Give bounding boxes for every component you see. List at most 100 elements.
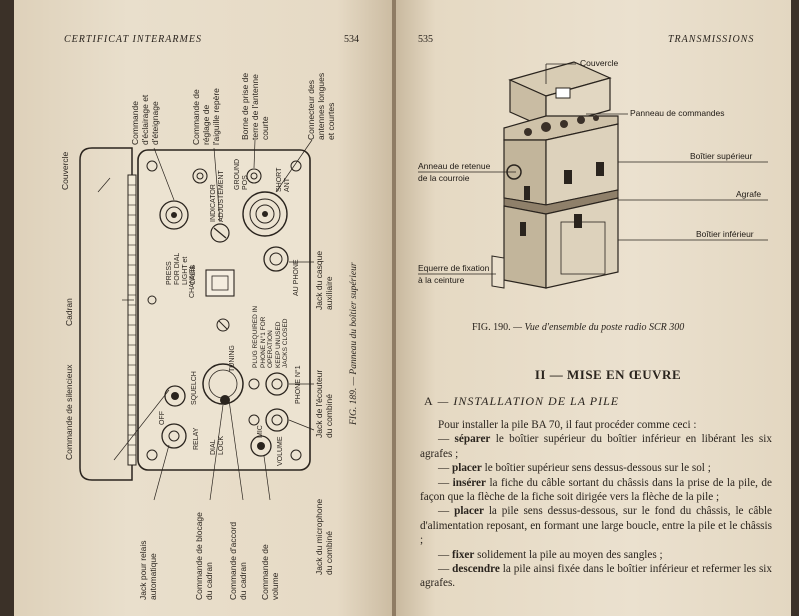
mid-screw — [216, 318, 230, 332]
label-casque-auxiliaire: Jack du casque auxiliaire — [314, 250, 334, 310]
label-borne-terre: Borne de prise de terre de l'antenne cou… — [240, 72, 270, 140]
right-page: 535 TRANSMISSIONS — [396, 0, 791, 616]
figure-190-text: — Vue d'ensemble du poste radio SCR 300 — [513, 322, 685, 333]
dial-strip — [127, 174, 137, 466]
label-couvercle: Couvercle — [60, 151, 70, 190]
figure-190-num: FIG. 190. — [472, 322, 511, 333]
label-silencieux: Commande de silencieux — [64, 364, 74, 460]
cover-outline — [79, 147, 133, 481]
short-ant-post — [246, 168, 262, 184]
panel-text-dial-lock: DIAL LOCK — [210, 435, 225, 455]
step-paragraph: — placer la pile sens dessus-dessous, su… — [420, 505, 773, 547]
callout-boitier-superieur: Boîtier supérieur — [690, 151, 753, 161]
step-verb: descendre — [452, 563, 500, 576]
step-text: la pile sens dessus-dessous, sur le fond… — [420, 505, 773, 547]
panel-text-off: OFF — [159, 411, 166, 425]
panel-text-volume: VOLUME — [277, 436, 284, 466]
step-paragraph: — insérer la fiche du câble sortant du c… — [420, 476, 772, 504]
step-verb: placer — [454, 505, 484, 518]
relay-switch — [161, 423, 187, 449]
volume-knob — [250, 435, 272, 457]
intro-paragraph: Pour installer la pile BA 70, il faut pr… — [438, 419, 697, 431]
step-verb: fixer — [451, 548, 475, 561]
step-paragraph: — placer le boîtier supérieur sens dessu… — [438, 462, 711, 475]
panel-text-channel: CHANNEL — [189, 264, 196, 298]
step-verb: séparer — [454, 433, 491, 446]
label-ecouteur-combine: Jack de l'écouteur du combiné — [314, 369, 334, 438]
callout-couvercle: Couvercle — [580, 58, 619, 68]
step-verb: placer — [451, 462, 482, 475]
panel-text-tuning: TUNING — [229, 345, 236, 372]
step-paragraph: — fixer solidement la pile au moyen des … — [438, 548, 663, 561]
callout-panneau-commandes: Panneau de commandes — [630, 108, 725, 118]
panel-text-relay: RELAY — [193, 427, 200, 450]
panel-outline — [137, 149, 311, 471]
panel-text-phone1: PHONE N°1 — [295, 365, 302, 404]
radio-illustration — [418, 61, 768, 289]
lower-box-side — [503, 205, 547, 289]
step-verb: insérer — [452, 476, 486, 489]
label-relais-automatique: Jack pour relais automatique — [138, 540, 158, 600]
panel-diagram — [79, 139, 315, 501]
panel-text-squelch: SQUELCH — [191, 371, 198, 405]
book-gutter — [392, 0, 398, 616]
label-volume: Commande de volume — [260, 544, 280, 600]
label-blocage-cadran: Commande de blocage du cadran — [194, 512, 214, 600]
subsection-text: — INSTALLATION DE LA PILE — [437, 394, 620, 408]
figure-190-caption: FIG. 190. — Vue d'ensemble du poste radi… — [472, 322, 684, 333]
panel-screws — [146, 160, 302, 461]
step-paragraph: — séparer le boîtier supérieur du boîtie… — [420, 433, 772, 460]
right-page-number: 535 — [418, 34, 433, 45]
subsection-letter: A — [424, 394, 434, 408]
left-running-head: CERTIFICAT INTERARMES — [64, 34, 202, 45]
panel-text-mic: MIC — [257, 425, 264, 438]
panel-text-short-ant: SHORT ANT — [276, 167, 291, 192]
channel-window — [205, 269, 235, 297]
step-text: le boîtier supérieur du boîtier inférieu… — [420, 433, 772, 460]
lower-box-front — [545, 197, 619, 289]
indicator-adjust-knob — [210, 223, 230, 243]
step-text: le boîtier supérieur sens dessus-dessous… — [481, 462, 711, 475]
label-cadran: Cadran — [64, 298, 74, 326]
antenna-connector — [242, 191, 288, 237]
figure-189-num: FIG. 189. — [349, 387, 359, 425]
panel-text-au-phone: AU PHONE — [293, 259, 300, 296]
mic-jack — [265, 408, 289, 432]
figure-189-caption: FIG. 189. — Panneau du boîtier supérieur — [349, 262, 359, 425]
subsection-title: A — INSTALLATION DE LA PILE — [424, 394, 619, 409]
squelch-knob — [164, 385, 186, 407]
section-title: II — MISE EN ŒUVRE — [534, 367, 682, 382]
dial-lock-knob — [220, 395, 230, 405]
phone1-jack — [265, 372, 289, 396]
panel-text-plug: PLUG REQUIRED IN PHONE N°1 FOR OPERATION… — [252, 305, 289, 368]
dial-light-knob — [159, 200, 189, 230]
label-accord-cadran: Commande d'accord du cadran — [228, 521, 248, 600]
step-text: la fiche du câble sortant du châssis dan… — [420, 476, 772, 504]
figure-189-text: — Panneau du boîtier supérieur — [349, 262, 359, 386]
callout-leaders — [418, 63, 768, 275]
ground-post — [192, 168, 208, 184]
clamp — [564, 170, 572, 184]
label-eclairage: Commande d'éclairage et d'éteignage — [130, 94, 160, 145]
body-text: Pour installer la pile BA 70, il faut pr… — [420, 418, 772, 591]
step-text: solidement la pile au moyen des sangles … — [474, 548, 663, 561]
panel-text-ground: GROUND POS — [234, 158, 249, 190]
panel-knobs — [524, 115, 599, 136]
callout-anneau-retenue: Anneau de retenue de la courroie — [418, 161, 491, 183]
left-page: CERTIFICAT INTERARMES 534 — [14, 0, 394, 616]
callout-equerre-fixation: Equerre de fixation à la ceinture — [418, 263, 490, 285]
label-reglage-aiguille: Commande de réglage de l'aiguille repère — [191, 88, 221, 145]
left-page-number: 534 — [344, 34, 359, 45]
right-running-head: TRANSMISSIONS — [668, 34, 755, 45]
step-paragraph: — descendre la pile ainsi fixée dans le … — [420, 563, 772, 590]
label-connecteur-antennes: Connecteur des antennes longues et court… — [306, 72, 336, 140]
au-phone-jack — [263, 246, 289, 272]
dial-ticks — [128, 184, 136, 456]
panel-text-indicator: INDICATOR ADJUSTEMENT — [210, 170, 225, 222]
callout-agrafe: Agrafe — [736, 189, 762, 199]
label-microphone-combine: Jack du microphone du combiné — [314, 498, 334, 575]
leader-lines — [97, 139, 315, 501]
callout-boitier-inferieur: Boîtier inférieur — [696, 229, 754, 239]
step-text: la pile ainsi fixée dans le boîtier infé… — [420, 563, 772, 590]
